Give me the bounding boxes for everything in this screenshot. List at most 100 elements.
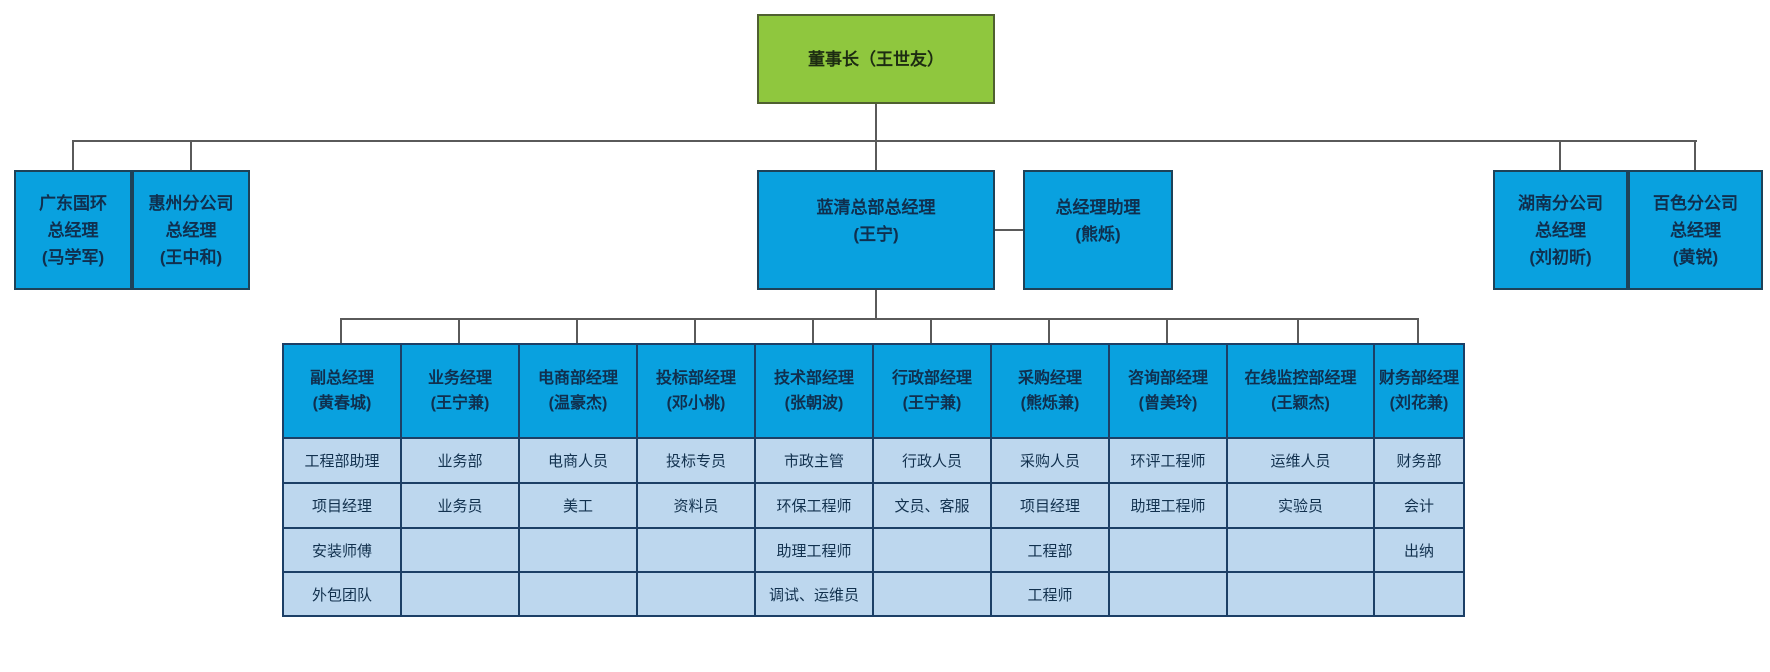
dept-header-consulting: 咨询部经理 (曾美玲) [1110, 345, 1228, 439]
dept-manager-name: (邓小桃) [666, 395, 726, 412]
dept-header-admin: 行政部经理 (王宁兼) [874, 345, 992, 439]
box-line: 惠州分公司 [148, 193, 234, 213]
staff-cell: 环保工程师 [756, 484, 874, 529]
dept-title: 技术部经理 [773, 370, 854, 387]
connector-dept-drop-1 [340, 318, 342, 343]
dept-manager-name: (张朝波) [784, 395, 844, 412]
connector-dept-drop-10 [1417, 318, 1419, 343]
dept-title: 电商部经理 [537, 370, 618, 387]
org-box-hunan-branch: 湖南分公司 总经理 (刘初昕) [1493, 170, 1628, 290]
staff-cell [1228, 529, 1375, 573]
connector-dept-drop-9 [1297, 318, 1299, 343]
box-line: 总经理 [1535, 220, 1586, 240]
departments-table: 副总经理 (黄春城) 业务经理 (王宁兼) 电商部经理 (温豪杰) 投标部经理 … [282, 343, 1465, 617]
dept-header-vice-gm: 副总经理 (黄春城) [284, 345, 402, 439]
staff-cell [520, 529, 638, 573]
dept-header-technical: 技术部经理 (张朝波) [756, 345, 874, 439]
dept-title: 采购经理 [1017, 370, 1082, 387]
dept-manager-name: (王宁兼) [902, 395, 962, 412]
staff-cell [874, 529, 992, 573]
staff-cell: 资料员 [638, 484, 756, 529]
connector-drop-hn [1559, 140, 1561, 170]
staff-cell [520, 573, 638, 617]
staff-cell [638, 529, 756, 573]
staff-cell: 业务部 [402, 439, 520, 484]
staff-cell: 行政人员 [874, 439, 992, 484]
staff-cell: 助理工程师 [756, 529, 874, 573]
staff-cell: 会计 [1375, 484, 1465, 529]
staff-cell: 采购人员 [992, 439, 1110, 484]
box-line: (黄锐) [1672, 247, 1719, 267]
staff-cell: 安装师傅 [284, 529, 402, 573]
connector-drop-bs [1694, 140, 1696, 170]
staff-cell: 项目经理 [992, 484, 1110, 529]
connector-drop-hz [190, 140, 192, 170]
dept-title: 咨询部经理 [1127, 370, 1208, 387]
org-box-huizhou-branch: 惠州分公司 总经理 (王中和) [132, 170, 250, 290]
dept-manager-name: (熊烁兼) [1020, 395, 1080, 412]
staff-cell [402, 529, 520, 573]
staff-cell: 出纳 [1375, 529, 1465, 573]
staff-cell [1110, 573, 1228, 617]
dept-manager-name: (温豪杰) [548, 395, 608, 412]
dept-header-finance: 财务部经理 (刘花兼) [1375, 345, 1465, 439]
connector-drop-gd [72, 140, 74, 170]
dept-manager-name: (黄春城) [312, 395, 372, 412]
org-box-guangdong-guohuan: 广东国环 总经理 (马学军) [14, 170, 132, 290]
dept-title: 投标部经理 [655, 370, 736, 387]
box-line: 总经理 [165, 220, 217, 240]
box-line: (熊烁) [1075, 225, 1121, 244]
dept-header-bidding: 投标部经理 (邓小桃) [638, 345, 756, 439]
org-box-gm-assistant: 总经理助理 (熊烁) [1023, 170, 1173, 290]
dept-title: 财务部经理 [1378, 370, 1459, 387]
box-line: 总经理 [47, 220, 99, 240]
connector-dept-drop-3 [576, 318, 578, 343]
box-line: 总经理 [1670, 220, 1721, 240]
connector-dept-drop-5 [812, 318, 814, 343]
box-line: 蓝清总部总经理 [816, 198, 936, 217]
staff-cell: 环评工程师 [1110, 439, 1228, 484]
staff-cell: 业务员 [402, 484, 520, 529]
staff-cell [874, 573, 992, 617]
staff-cell: 投标专员 [638, 439, 756, 484]
staff-cell: 工程师 [992, 573, 1110, 617]
staff-cell: 文员、客服 [874, 484, 992, 529]
staff-cell: 实验员 [1228, 484, 1375, 529]
dept-title: 在线监控部经理 [1244, 370, 1357, 387]
staff-cell [1228, 573, 1375, 617]
staff-cell: 项目经理 [284, 484, 402, 529]
staff-cell: 运维人员 [1228, 439, 1375, 484]
connector-dept-drop-4 [694, 318, 696, 343]
connector-drop-hq [875, 140, 877, 170]
chairman-label: 董事长（王世友） [808, 49, 944, 69]
dept-manager-name: (王宁兼) [430, 395, 490, 412]
connector-dept-bus [340, 318, 1419, 320]
dept-header-online-monitoring: 在线监控部经理 (王颖杰) [1228, 345, 1375, 439]
staff-cell: 电商人员 [520, 439, 638, 484]
box-line: (马学军) [41, 247, 105, 267]
box-line: 广东国环 [39, 193, 107, 213]
staff-cell: 助理工程师 [1110, 484, 1228, 529]
dept-header-ecommerce: 电商部经理 (温豪杰) [520, 345, 638, 439]
dept-header-business: 业务经理 (王宁兼) [402, 345, 520, 439]
dept-manager-name: (刘花兼) [1389, 395, 1449, 412]
org-box-chairman: 董事长（王世友） [757, 14, 995, 104]
dept-header-procurement: 采购经理 (熊烁兼) [992, 345, 1110, 439]
org-box-baise-branch: 百色分公司 总经理 (黄锐) [1628, 170, 1763, 290]
connector-dept-drop-7 [1048, 318, 1050, 343]
box-line: (刘初昕) [1529, 247, 1592, 267]
dept-title: 副总经理 [309, 370, 374, 387]
staff-cell: 市政主管 [756, 439, 874, 484]
connector-gm-drop [875, 290, 877, 318]
staff-cell: 工程部 [992, 529, 1110, 573]
staff-cell [402, 573, 520, 617]
connector-dept-drop-2 [458, 318, 460, 343]
org-box-hq-general-manager: 蓝清总部总经理 (王宁) [757, 170, 995, 290]
connector-dept-drop-8 [1166, 318, 1168, 343]
box-line: 湖南分公司 [1518, 193, 1603, 213]
connector-level1-bus [72, 140, 1697, 142]
box-line: 百色分公司 [1653, 193, 1738, 213]
dept-title: 业务经理 [427, 370, 492, 387]
box-line: 总经理助理 [1055, 198, 1141, 217]
